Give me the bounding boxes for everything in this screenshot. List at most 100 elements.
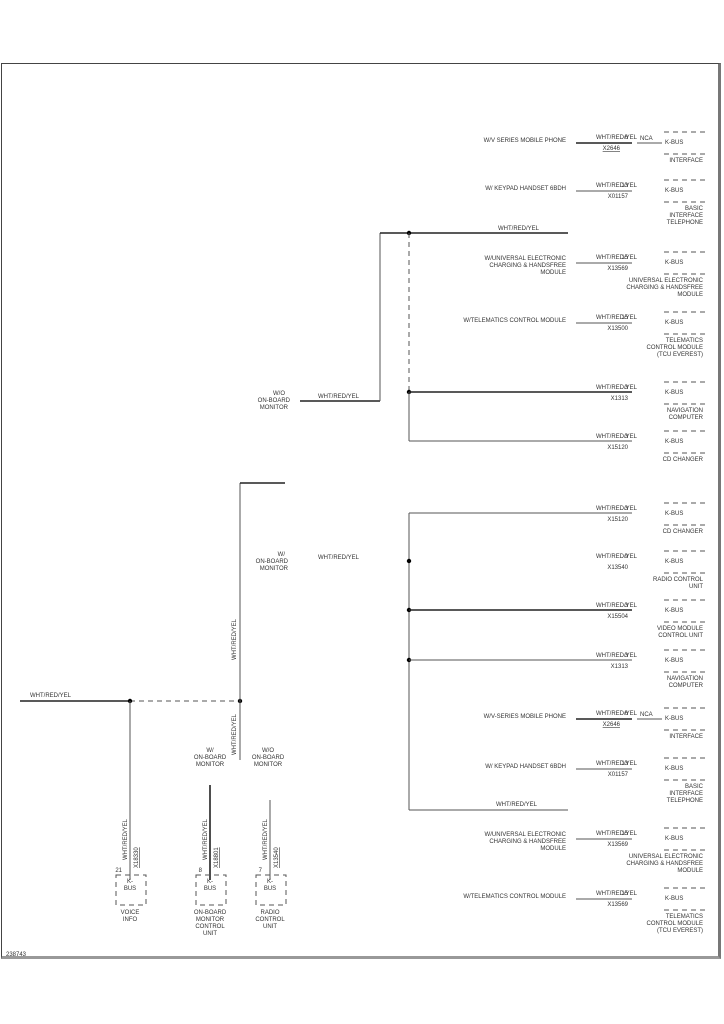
pin-number: 6	[625, 135, 629, 141]
bus-label: BUS	[264, 886, 276, 892]
svg-text:ON-BOARD: ON-BOARD	[252, 755, 285, 761]
connector-id: X15120	[607, 517, 628, 523]
component-name: UNIT	[689, 584, 703, 590]
main-input-wire-label: WHT/RED/YEL	[30, 693, 72, 699]
pin-number: 3	[625, 603, 629, 609]
bus-label: K-BUS	[665, 320, 683, 326]
wire-color-label: WHT/RED/YEL	[596, 653, 638, 659]
component-name: BASIC	[685, 206, 704, 212]
component-name: NAVIGATION	[667, 676, 703, 682]
pin-number: 15	[621, 891, 628, 897]
connector-id: X13540	[607, 565, 628, 571]
monitor-split-with: W/ ON-BOARD MONITOR	[194, 748, 227, 768]
svg-text:MONITOR: MONITOR	[260, 566, 289, 572]
option-label: CHARGING & HANDSFREE	[489, 263, 566, 269]
bus-label: K-BUS	[665, 559, 683, 565]
bus-label: K-BUS	[665, 390, 683, 396]
component-name: CONTROL MODULE	[647, 921, 703, 927]
wire-color-label: WHT/RED/YEL	[596, 831, 638, 837]
bus-label: K-BUS	[665, 439, 683, 445]
connector-id: X13569	[607, 842, 628, 848]
option-label: W/TELEMATICS CONTROL MODULE	[463, 894, 566, 900]
wire-color-label: WHT/RED/YEL	[596, 603, 638, 609]
connection-row: W/TELEMATICS CONTROL MODULE WHT/RED/YEL15…	[463, 887, 705, 934]
vertical-wire-label-lower: WHT/RED/YEL	[232, 713, 238, 755]
option-label: W/V-SERIES MOBILE PHONE	[484, 714, 566, 720]
svg-text:ON-BOARD: ON-BOARD	[194, 755, 227, 761]
component-name: (TCU EVEREST)	[657, 928, 703, 934]
component-name: MODULE	[677, 868, 703, 874]
option-label: MODULE	[540, 270, 566, 276]
component-name: INTERFACE	[669, 213, 703, 219]
wire-color-label: WHT/RED/YEL	[596, 315, 638, 321]
component-name: CHARGING & HANDSFREE	[626, 861, 703, 867]
wire-color-label: WHT/RED/YEL	[596, 385, 638, 391]
wire-color-label: WHT/RED/YEL	[596, 506, 638, 512]
pin-number: 3	[625, 434, 629, 440]
bus-label: K-BUS	[665, 188, 683, 194]
bus-label: K-	[207, 879, 213, 885]
pin-number: 13	[621, 183, 628, 189]
option-label: W/ KEYPAD HANDSET 6BDH	[485, 186, 566, 192]
without-monitor-wire-label: WHT/RED/YEL	[318, 394, 360, 400]
pin-number: 21	[115, 868, 122, 874]
pin-number: 13	[621, 761, 628, 767]
option-label: W/TELEMATICS CONTROL MODULE	[463, 318, 566, 324]
wire-color-label: WHT/RED/YEL	[596, 711, 638, 717]
component-name: INFO	[123, 917, 138, 923]
nca-label: NCA	[640, 712, 653, 718]
wire-color-label: WHT/RED/YEL	[596, 255, 638, 261]
component-name: COMPUTER	[669, 683, 704, 689]
lower-bus-label: WHT/RED/YEL	[496, 802, 538, 808]
bus-label: K-	[267, 879, 273, 885]
pin-number: 15	[621, 831, 628, 837]
without-monitor-label: W/O ON-BOARD MONITOR	[258, 391, 291, 411]
svg-text:MONITOR: MONITOR	[260, 405, 289, 411]
bus-label: K-BUS	[665, 766, 683, 772]
component-name: TELEMATICS	[666, 338, 703, 344]
component-name: UNIT	[263, 924, 277, 930]
wire-color-label: WHT/RED/YEL	[596, 135, 638, 141]
monitor-split-without: W/O ON-BOARD MONITOR	[252, 748, 285, 768]
bus-label: K-BUS	[665, 608, 683, 614]
bus-label: K-BUS	[665, 896, 683, 902]
connector-id: X13569	[607, 266, 628, 272]
component-boundary	[115, 874, 147, 906]
option-label: W/ KEYPAD HANDSET 6BDH	[485, 764, 566, 770]
diagram-frame	[1, 63, 721, 959]
option-label: CHARGING & HANDSFREE	[489, 839, 566, 845]
with-monitor-wire-label: WHT/RED/YEL	[318, 555, 360, 561]
pin-number: 15	[621, 315, 628, 321]
bus-label: K-	[127, 879, 133, 885]
option-label: W/UNIVERSAL ELECTRONIC	[485, 256, 567, 262]
pin-number: 3	[625, 506, 629, 512]
component-name: INTERFACE	[669, 734, 703, 740]
component-name: UNIT	[203, 931, 217, 937]
wire-color-label: WHT/RED/YEL	[596, 434, 638, 440]
connector-id: X13500	[607, 326, 628, 332]
connector-id: X13540	[274, 847, 280, 868]
svg-text:W/: W/	[278, 552, 286, 558]
wire-color-label: WHT/RED/YEL	[596, 891, 638, 897]
svg-text:W/: W/	[206, 748, 214, 754]
component-name: CONTROL	[255, 917, 285, 923]
nca-label: NCA	[640, 136, 653, 142]
component-name: (TCU EVEREST)	[657, 352, 703, 358]
bus-label: K-BUS	[665, 260, 683, 266]
component-name: UNIVERSAL ELECTRONIC	[629, 854, 704, 860]
connector-id: X15120	[607, 445, 628, 451]
bus-label: BUS	[204, 886, 216, 892]
pin-number: 7	[259, 868, 263, 874]
component-name: TELEPHONE	[667, 220, 703, 226]
connector-id: X01157	[608, 772, 629, 778]
component-boundary	[195, 874, 227, 906]
